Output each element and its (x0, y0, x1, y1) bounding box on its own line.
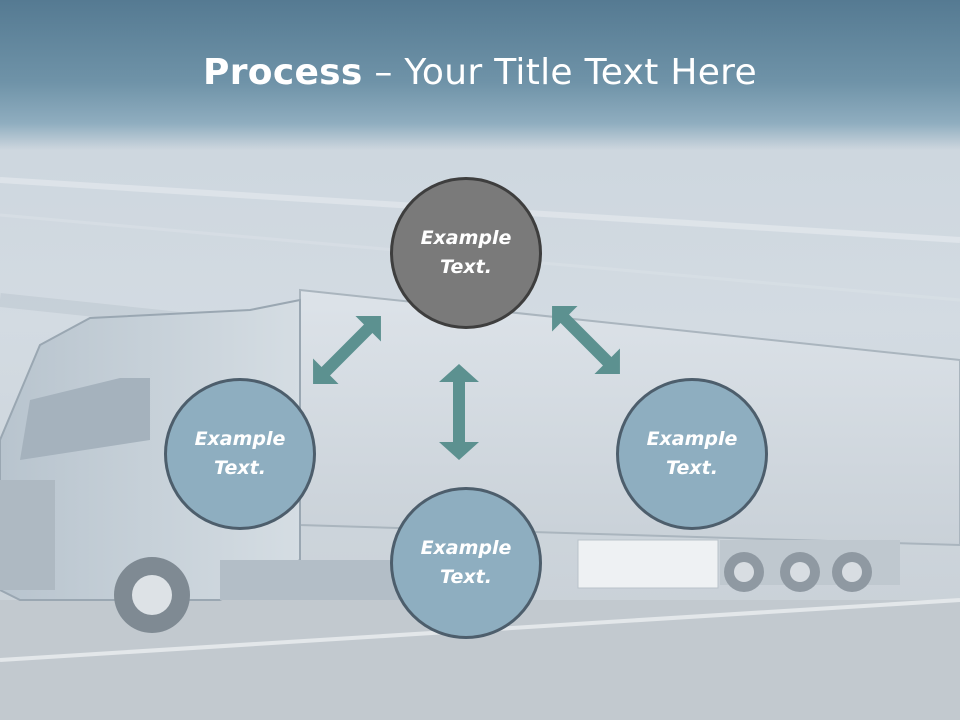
node-left-line1: Example (194, 428, 286, 450)
process-node-left: Example Text. (164, 378, 316, 530)
node-bottom-line1: Example (420, 537, 512, 559)
process-node-right: Example Text. (616, 378, 768, 530)
arrow-top-right (552, 306, 620, 374)
title-bold: Process (203, 52, 363, 93)
arrow-top-left (313, 316, 381, 384)
node-right-line1: Example (646, 428, 738, 450)
process-node-top: Example Text. (390, 177, 542, 329)
node-bottom-line2: Text. (440, 566, 492, 588)
node-right-line2: Text. (666, 457, 718, 479)
arrow-vertical (439, 364, 479, 460)
page-title: Process – Your Title Text Here (0, 52, 960, 93)
node-top-line1: Example (420, 227, 512, 249)
node-top-line2: Text. (440, 256, 492, 278)
title-bar (0, 0, 960, 150)
process-node-bottom: Example Text. (390, 487, 542, 639)
node-left-line2: Text. (214, 457, 266, 479)
title-rest: – Your Title Text Here (362, 52, 757, 93)
